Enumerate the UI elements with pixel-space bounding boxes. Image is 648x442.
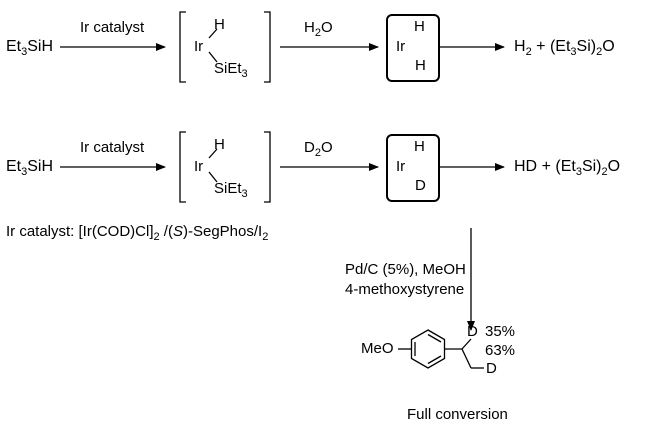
row1-hydride-h-bottom: H (415, 57, 426, 74)
final-product-d-top: D (467, 323, 478, 340)
row1-reagent-et3sih: Et3SiH (6, 38, 54, 58)
row2-ir-h-bond (208, 148, 218, 159)
row2-ir-si-bond (208, 171, 218, 183)
row1-dihydride-box (386, 14, 440, 82)
down-arrow-condition-1: Pd/C (5%), MeOH (345, 261, 466, 278)
row2-bracket-left (179, 131, 186, 203)
row2-hydride-ir: Ir (396, 158, 406, 175)
row2-arrow-label: Ir catalyst (80, 139, 145, 156)
benzene-ring (410, 329, 446, 369)
row1-arrow-h2o-label: H2O (304, 19, 333, 39)
row1-products: H2 + (Et3Si)2O (514, 38, 615, 58)
final-product-d-bottom: D (486, 360, 497, 377)
row2-complex-ir: Ir (194, 158, 204, 175)
row1-complex-siet3: SiEt3 (214, 60, 248, 80)
row1-hydride-h-top: H (414, 18, 425, 35)
final-product-pct-bottom: 63% (485, 342, 516, 359)
row1-ir-si-bond (208, 51, 218, 63)
final-product-pct-top: 35% (485, 323, 516, 340)
final-caption: Full conversion (407, 406, 508, 423)
row2-hydride-h-top: H (414, 138, 425, 155)
row2-complex-h: H (214, 136, 225, 153)
row2-arrow-d2o-label: D2O (304, 139, 333, 159)
row2-bracket-right (264, 131, 271, 203)
row2-hydride-deuteride-box (386, 134, 440, 202)
row1-hydride-ir: Ir (396, 38, 406, 55)
row1-ir-h-bond (208, 28, 218, 39)
row1-complex-ir: Ir (194, 38, 204, 55)
row1-bracket-left (179, 11, 186, 83)
row2-products: HD + (Et3Si)2O (514, 158, 621, 178)
benzene-inner-bond-1 (427, 333, 442, 343)
row1-bracket-right (264, 11, 271, 83)
row2-reagent-et3sih: Et3SiH (6, 158, 54, 178)
row2-complex-siet3: SiEt3 (214, 180, 248, 200)
row1-complex-h: H (214, 16, 225, 33)
final-product-meo: MeO (361, 340, 394, 357)
benzene-inner-bond-2 (427, 355, 442, 365)
down-arrow-condition-2: 4-methoxystyrene (345, 281, 465, 298)
catalyst-note: Ir catalyst: [Ir(COD)Cl]2 /(S)-SegPhos/I… (6, 223, 269, 243)
chain-bond-bottom (461, 348, 472, 369)
chain-bond-top (461, 338, 472, 350)
row1-arrow-label: Ir catalyst (80, 19, 145, 36)
row2-hydride-d-bottom: D (415, 177, 426, 194)
